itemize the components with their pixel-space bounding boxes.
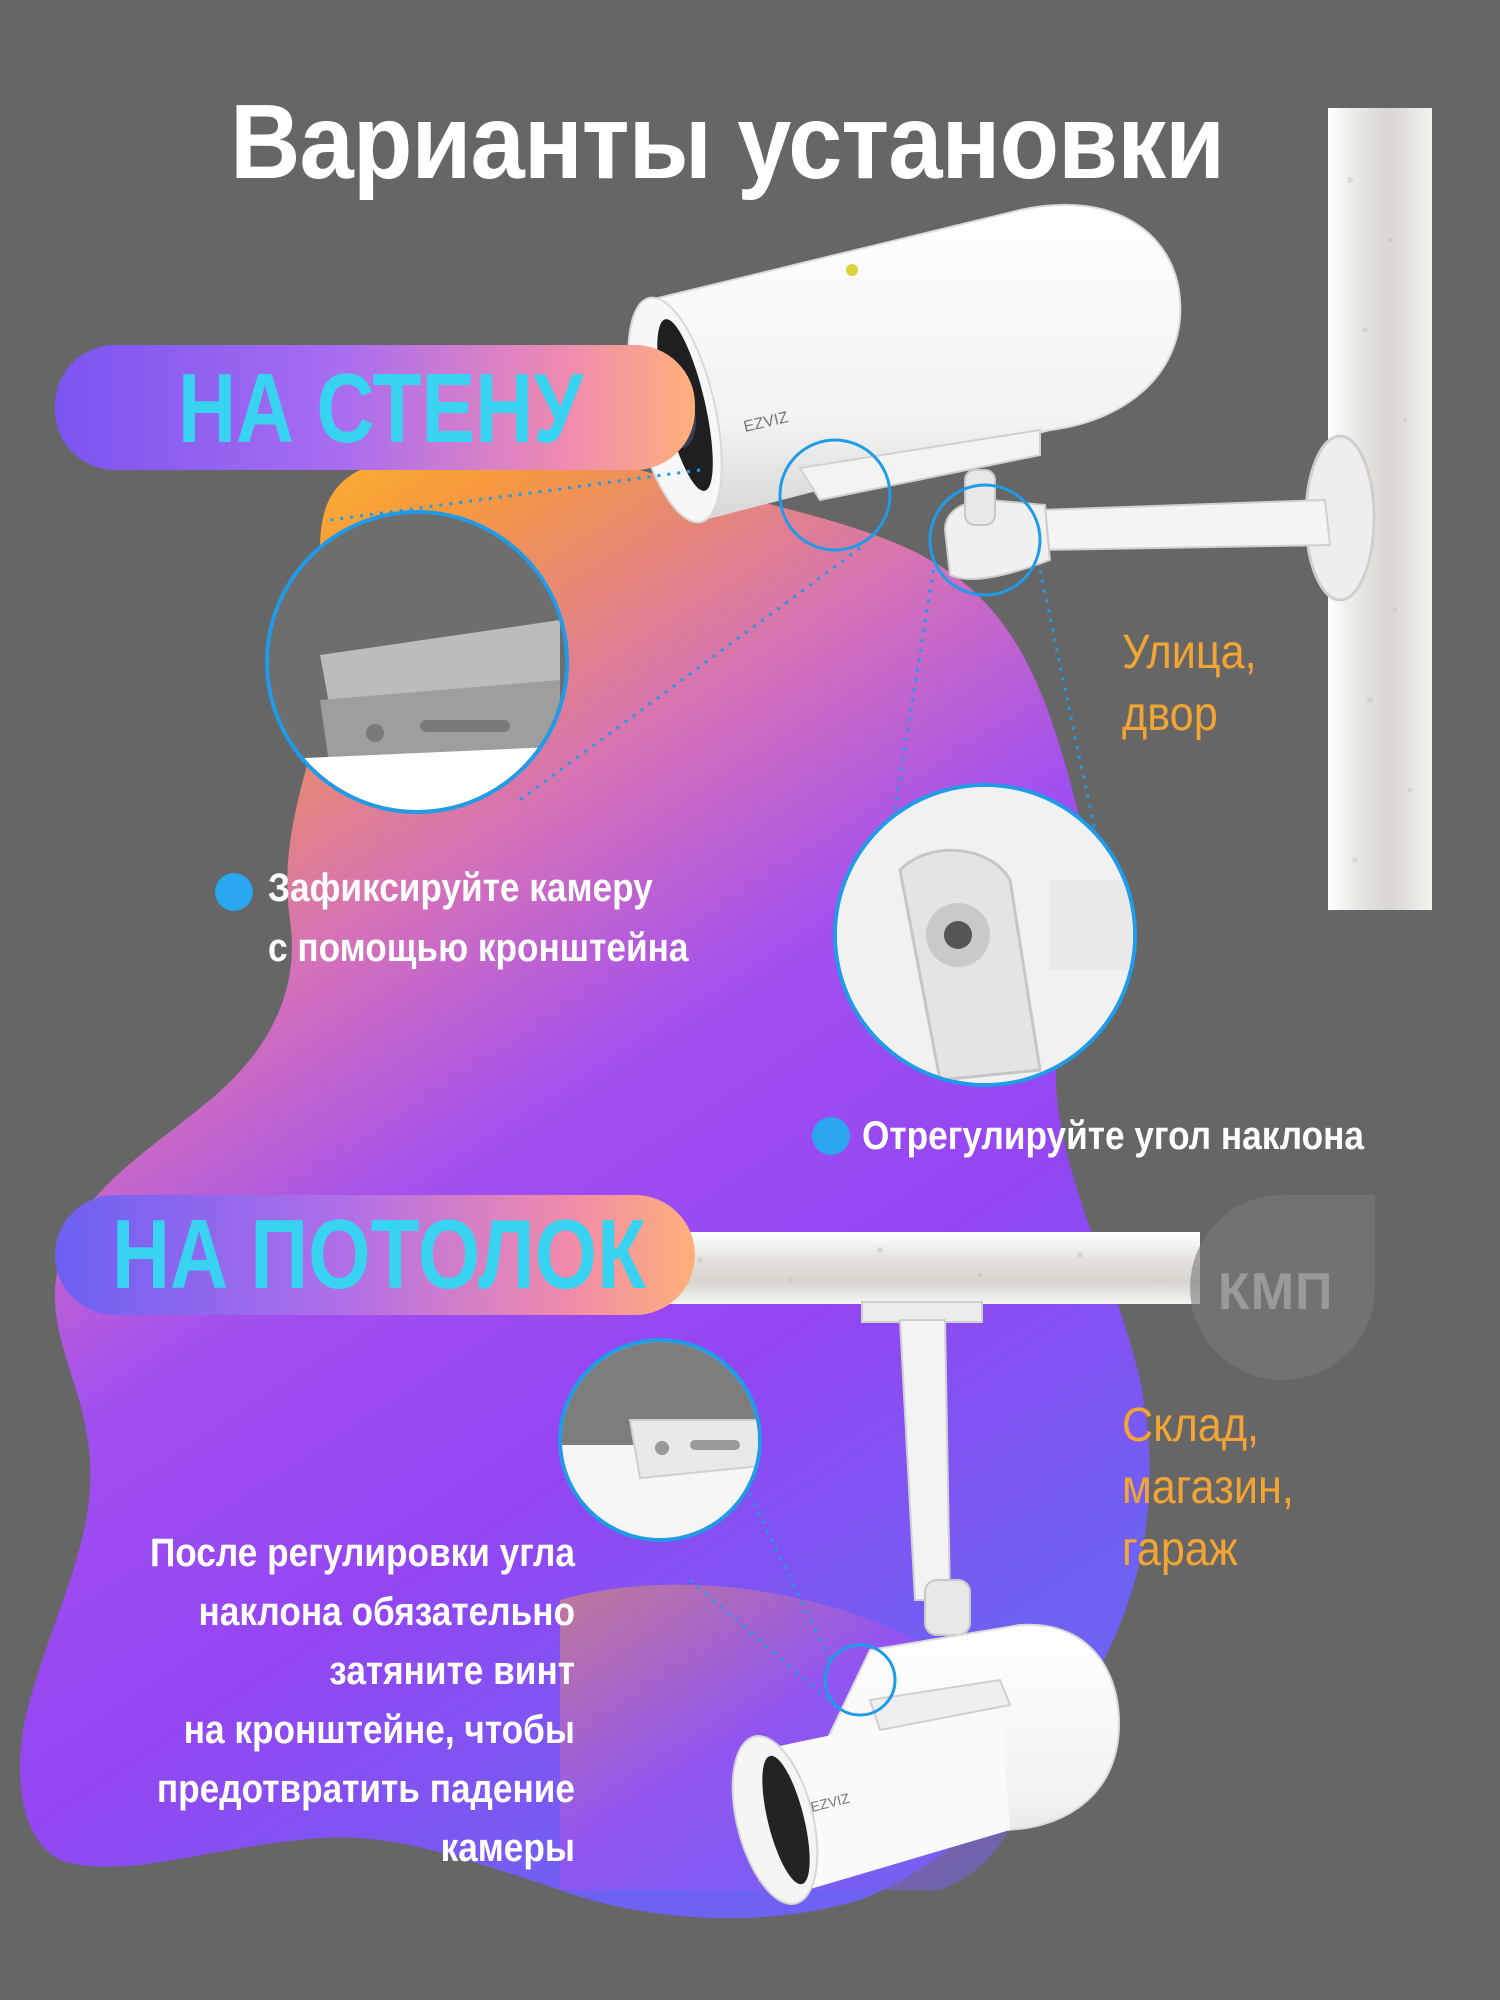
- bullet-dot-icon: [812, 1117, 850, 1155]
- ceiling-bracket: [861, 1301, 983, 1636]
- callout-circle-joint: [928, 483, 1042, 597]
- wall-mount-label: НА СТЕНУ: [178, 353, 584, 463]
- tip-line: Отрегулируйте угол наклона: [862, 1114, 1364, 1158]
- ceiling-place-line: гараж: [1122, 1523, 1238, 1576]
- ceiling-warning-note: После регулировки угла наклона обязатель…: [150, 1524, 575, 1878]
- wall-place-line: Улица,: [1122, 626, 1257, 679]
- callout-circle-ceiling: [823, 1643, 897, 1717]
- note-line: камеры: [440, 1826, 575, 1870]
- ceiling-place-line: магазин,: [1122, 1461, 1294, 1514]
- page-title: Варианты установки: [230, 83, 1225, 201]
- tip-fix-camera: Зафиксируйте камеру с помощью кронштейна: [268, 858, 688, 978]
- ceiling-surface: [660, 1232, 1200, 1304]
- ceiling-camera: EZVIZ: [731, 1623, 1120, 1905]
- tip-line: Зафиксируйте камеру: [268, 866, 653, 910]
- ceiling-place-line: Склад,: [1122, 1399, 1260, 1452]
- wall-place-text: Улица, двор: [1122, 622, 1257, 746]
- note-line: наклона обязательно: [198, 1590, 575, 1634]
- note-line: предотвратить падение: [156, 1767, 576, 1811]
- gradient-blob: [20, 449, 1150, 1919]
- wall-label-pill: [55, 345, 695, 470]
- note-line: на кронштейне, чтобы: [183, 1708, 575, 1752]
- watermark-text: КМП: [1218, 1263, 1334, 1321]
- bullet-dot-icon: [215, 873, 253, 911]
- note-line: После регулировки угла: [150, 1531, 575, 1575]
- callout-circle-mount: [778, 438, 892, 552]
- wall-camera: EZVIZ: [627, 203, 1182, 524]
- tip-adjust-angle: Отрегулируйте угол наклона: [862, 1106, 1364, 1166]
- ceiling-place-text: Склад, магазин, гараж: [1122, 1395, 1294, 1581]
- magnifier-circle-icon: [558, 1338, 762, 1542]
- wall-place-line: двор: [1122, 688, 1218, 741]
- ceiling-mount-label: НА ПОТОЛОК: [112, 1199, 647, 1309]
- note-line: затяните винт: [329, 1649, 575, 1693]
- watermark-logo-icon: [1190, 1195, 1375, 1380]
- magnifier-circle-icon: [833, 783, 1137, 1087]
- ceiling-label-pill: [55, 1195, 695, 1315]
- tip-line: с помощью кронштейна: [268, 926, 689, 970]
